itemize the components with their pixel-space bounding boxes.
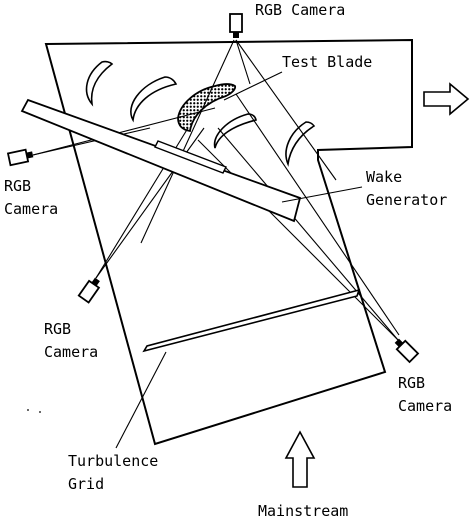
speck — [39, 411, 41, 413]
cascade-blade — [130, 76, 178, 123]
cascade-blade — [213, 113, 257, 149]
cascade-blade — [285, 121, 316, 167]
turbulence-grid-bar — [142, 288, 361, 353]
camera-lower-left-label-line1: RGB — [44, 320, 71, 338]
wake-generator-label-line1: Wake — [366, 168, 402, 186]
camera-icon — [77, 277, 101, 304]
camera-icon — [229, 13, 243, 38]
test-section-outline — [44, 38, 413, 446]
exit-flow-arrow-icon — [423, 82, 470, 116]
camera-left-label-line2: Camera — [4, 200, 58, 218]
wake-generator-slot — [154, 140, 227, 174]
camera-icon — [6, 148, 34, 167]
camera-sight-lines — [32, 39, 400, 341]
camera-icon — [394, 338, 420, 364]
turbulence-grid-label-line2: Grid — [68, 475, 104, 493]
camera-lower-right-label-line1: RGB — [398, 374, 425, 392]
speck — [27, 409, 29, 411]
mainstream-arrow-icon — [284, 430, 316, 488]
wake-generator-label-line2: Generator — [366, 191, 447, 209]
test-blade-label: Test Blade — [282, 53, 372, 71]
test-blade-shape — [177, 83, 237, 133]
mainstream-label: Mainstream — [258, 502, 348, 520]
turbulence-grid-label-line1: Turbulence — [68, 452, 158, 470]
camera-lower-right-label-line2: Camera — [398, 397, 452, 415]
camera-lower-left-label-line2: Camera — [44, 343, 98, 361]
camera-top-label: RGB Camera — [255, 1, 345, 19]
leader-lines — [115, 71, 363, 449]
wake-generator-bar — [20, 98, 302, 223]
cascade-blade — [85, 60, 114, 107]
camera-left-label-line1: RGB — [4, 177, 31, 195]
